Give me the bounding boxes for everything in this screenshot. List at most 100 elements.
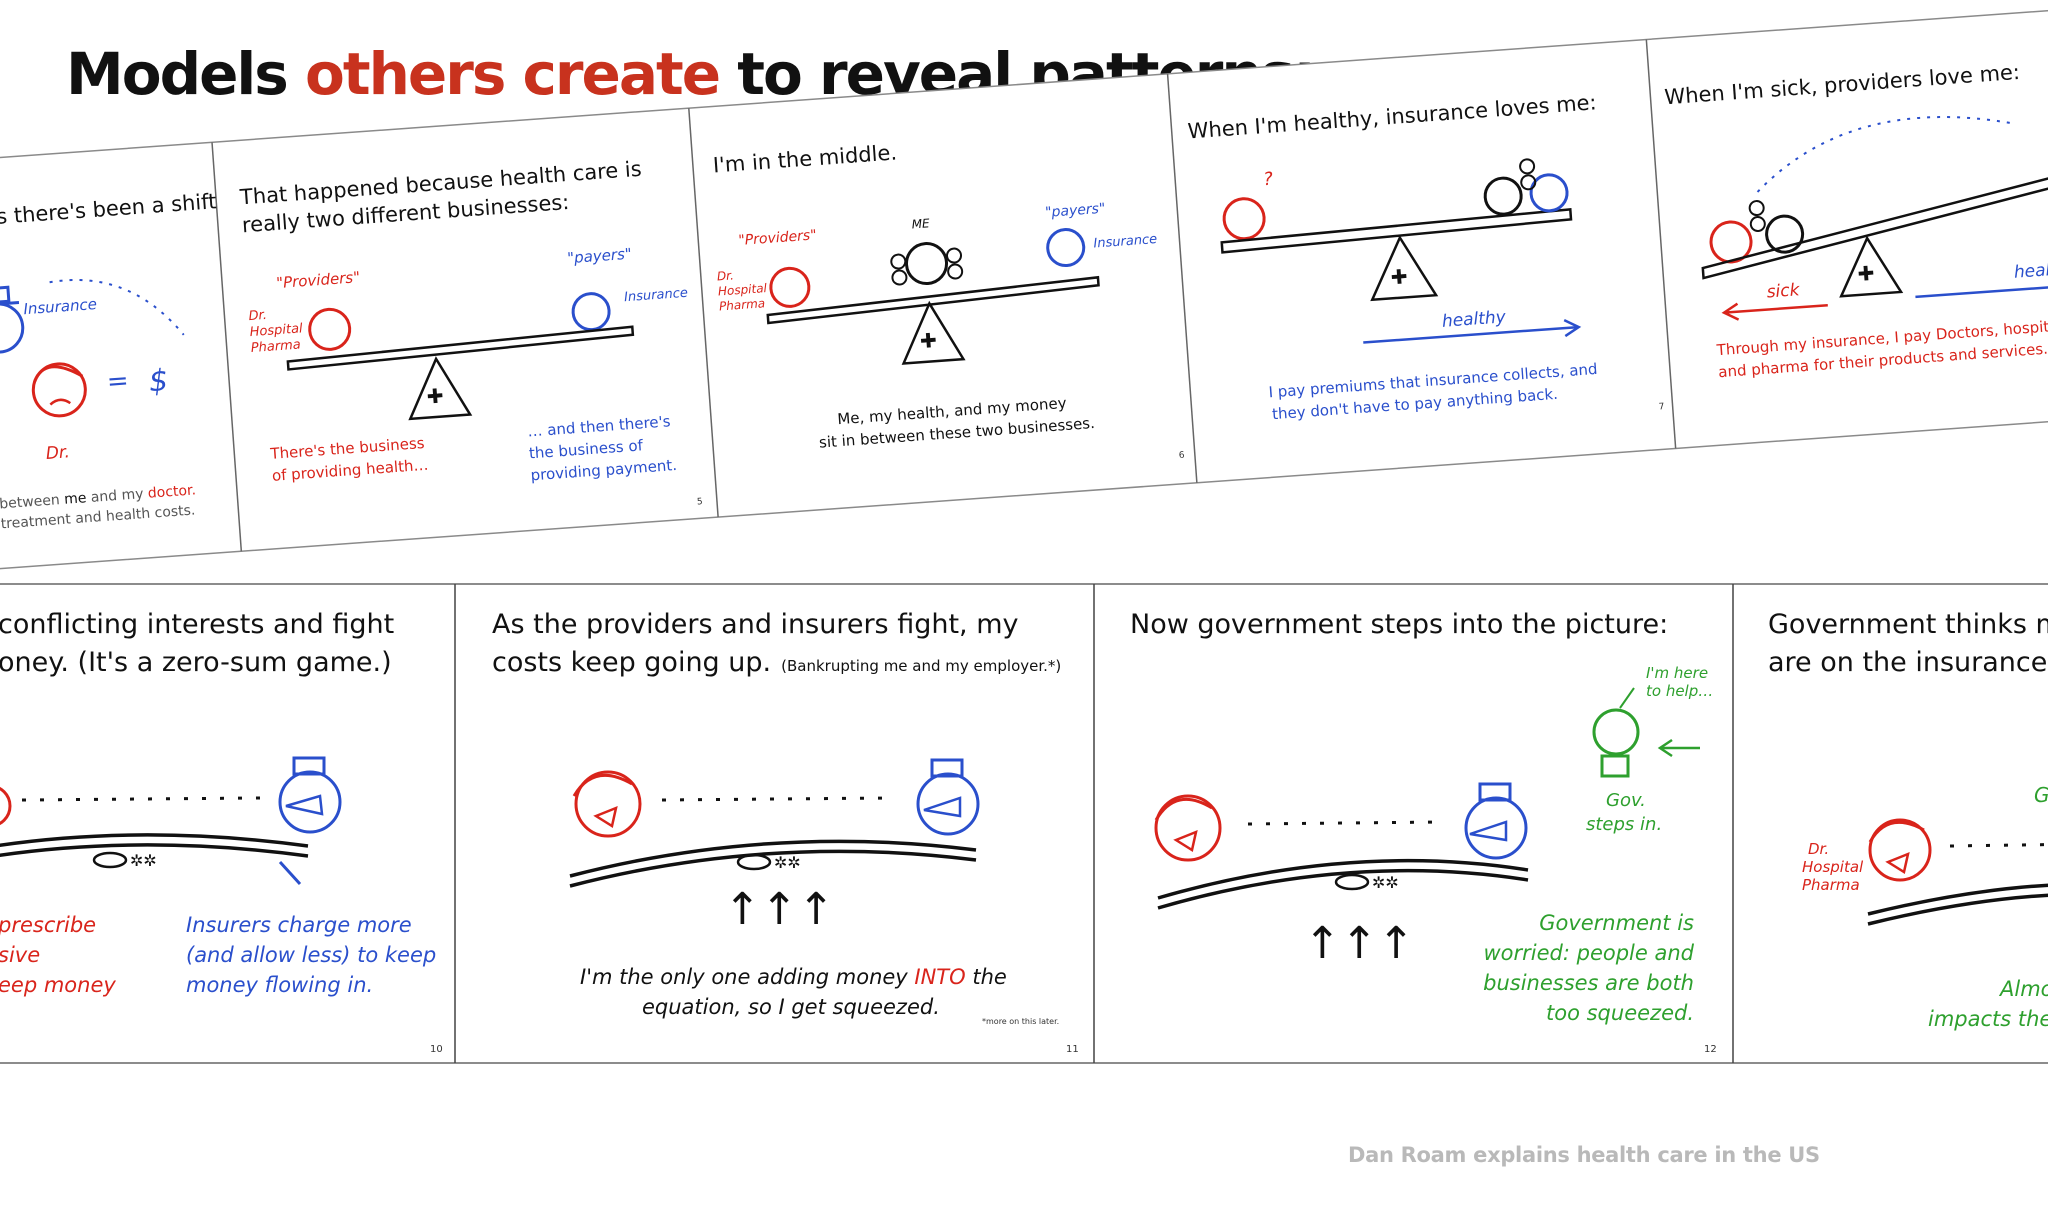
seesaw-board — [1867, 883, 2048, 916]
payer-face — [278, 770, 342, 834]
fulcrum — [1839, 235, 1904, 298]
healthy-label: health — [2013, 259, 2048, 283]
g-label: G — [2034, 783, 2048, 807]
me-face — [1709, 220, 1753, 264]
provider-face — [1483, 176, 1523, 216]
bottom-panel-1-red-1: prescribe — [0, 913, 96, 937]
hospital-label: Hospital — [249, 321, 303, 340]
pharma-label: Pharma — [1802, 876, 1860, 894]
bottom-panel-4-heading-2: are on the insurance s — [1768, 647, 2048, 678]
plus-cross-icon: ✚ — [1390, 264, 1408, 289]
payers-label: "payers" — [1045, 201, 1106, 221]
dr-label: Dr. — [716, 268, 734, 283]
plus-cross-icon: ✚ — [1857, 261, 1875, 286]
seesaw-board — [569, 839, 977, 878]
page-number: 12 — [1704, 1044, 1717, 1055]
dollar-label: $ — [148, 363, 170, 399]
fulcrum — [901, 300, 966, 365]
dr-label: Dr. — [248, 308, 267, 324]
bottom-panel-1-heading-2: oney. (It's a zero-sum game.) — [0, 647, 392, 678]
government-face — [1592, 708, 1640, 756]
me-face — [574, 770, 642, 838]
doctor-face — [31, 362, 87, 418]
speech-bubble-1: I'm here — [1646, 664, 1708, 682]
bottom-panel-4-green-1: Almo — [1998, 977, 2048, 1001]
hospital-label: Hospital — [717, 281, 768, 299]
providers-label: "Providers" — [276, 268, 361, 292]
footnote: *more on this later. — [982, 1017, 1059, 1026]
bottom-panel-4-green-2: impacts the i — [1928, 1007, 2048, 1031]
question-marks: ? — [1263, 169, 1274, 191]
bottom-panel-3-green-3: businesses are both — [1483, 971, 1694, 995]
credit-caption: Dan Roam explains health care in the US — [1348, 1143, 1820, 1167]
up-arrows-icon: ↑↑↑ — [1304, 918, 1415, 969]
arrow-right-icon — [1363, 325, 1577, 344]
bottom-panel-1-red-2: sive — [0, 943, 40, 967]
payer-face — [916, 772, 980, 836]
fulcrum — [408, 356, 473, 421]
page-number: 7 — [1658, 402, 1664, 412]
gov-label-1: Gov. — [1606, 790, 1646, 811]
page-number: 11 — [1066, 1044, 1079, 1055]
provider-face — [769, 266, 811, 308]
bottom-panel-1-red-3: eep money — [0, 973, 116, 997]
payer-face — [1464, 796, 1528, 860]
bottom-panel-3: Now government steps into the picture: I… — [1130, 609, 1717, 1055]
bottom-panel-3-green-4: too squeezed. — [1546, 1001, 1694, 1025]
payers-label: "payers" — [567, 245, 633, 268]
payer-face — [1046, 228, 1086, 268]
provider-face — [1868, 818, 1932, 882]
up-arrows-icon: ↑↑↑ — [724, 884, 835, 935]
seesaw-board — [1157, 858, 1529, 900]
bottom-strip: conflicting interests and fight oney. (I… — [0, 583, 2048, 1064]
arrow-left-icon — [1725, 303, 1828, 314]
bottom-panel-1: conflicting interests and fight oney. (I… — [0, 609, 443, 1055]
speech-bubble-2: to help… — [1646, 682, 1713, 700]
providers-label: "Providers" — [738, 227, 817, 249]
gov-label-2: steps in. — [1586, 814, 1662, 835]
insurance-label: Insurance — [23, 295, 98, 318]
bottom-panel-4: Government thinks m are on the insurance… — [1768, 609, 2048, 1031]
bottom-strip-sketch: conflicting interests and fight oney. (I… — [0, 583, 2048, 1064]
seesaw-board — [766, 275, 1100, 325]
dotted-line — [661, 796, 893, 802]
money-pile-icon — [1334, 873, 1370, 891]
flag-icon — [1600, 754, 1630, 778]
insurer-face — [0, 285, 25, 354]
sparkle-icon: ✲✲ — [1372, 873, 1399, 892]
seesaw-board — [1701, 169, 2048, 280]
money-pile-icon — [736, 853, 772, 871]
sparkle-icon: ✲✲ — [774, 853, 801, 872]
sparkle-icon: ✲✲ — [130, 851, 157, 870]
top-panel-1-caption: between me and my doctor. — [0, 482, 196, 512]
bottom-panel-3-green-1: Government is — [1539, 911, 1694, 935]
me-face — [905, 242, 949, 286]
pharma-label: Pharma — [250, 338, 301, 357]
page-number: 5 — [697, 497, 703, 507]
bottom-panel-4-heading-1: Government thinks m — [1768, 609, 2048, 640]
page-number: 6 — [1179, 451, 1186, 461]
insurance-label: Insurance — [1093, 232, 1158, 252]
bottom-panel-3-heading: Now government steps into the picture: — [1130, 609, 1668, 640]
healthy-label: healthy — [1441, 307, 1507, 332]
seesaw-board — [0, 833, 309, 848]
insurance-label: Insurance — [624, 286, 689, 306]
title-part1: Models — [66, 40, 306, 108]
plus-cross-icon: ✚ — [919, 328, 937, 353]
money-pile-icon — [92, 851, 128, 869]
dr-label: Dr. — [45, 442, 70, 464]
sick-label: sick — [1766, 280, 1801, 302]
bottom-panel-1-heading-1: conflicting interests and fight — [0, 609, 394, 640]
bottom-panel-1-blue-1: Insurers charge more — [186, 913, 412, 937]
top-strip-sketch: ars there's been a shift Insurance Dr. =… — [0, 8, 2048, 571]
bottom-panel-2-caption-1: I'm the only one adding money INTO the — [580, 965, 1007, 989]
bottom-panel-2-heading-2: costs keep going up.(Bankrupting me and … — [492, 647, 1061, 678]
provider-face — [308, 307, 352, 351]
me-face — [1154, 794, 1222, 862]
dotted-line — [21, 796, 261, 802]
top-strip: ars there's been a shift Insurance Dr. =… — [0, 8, 2048, 571]
bottom-panel-3-green-2: worried: people and — [1484, 941, 1695, 965]
bottom-panel-2: As the providers and insurers fight, my … — [492, 609, 1079, 1055]
bottom-panel-1-blue-2: (and allow less) to keep — [186, 943, 436, 967]
me-face — [1222, 197, 1266, 241]
